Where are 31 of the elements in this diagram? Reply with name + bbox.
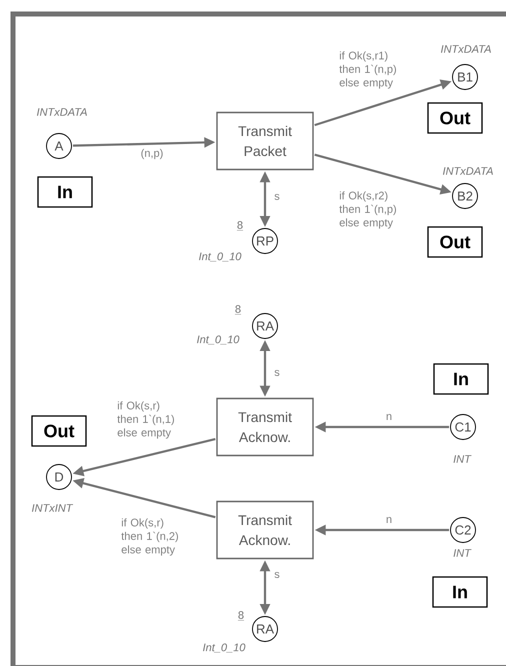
marking-label: 8 [238,611,244,620]
type-label: Int_0_10 [197,336,240,345]
transition-box: Transmit Acknow. [216,500,314,560]
type-label: Int_0_10 [203,644,246,653]
port-tag: Out [31,415,87,447]
type-label: INTxINT [32,504,74,512]
marking-label: 8 [236,221,244,230]
edge-label: if Ok(s,r2) then 1`(n,p) else empty [338,190,404,230]
type-label: Int_0_10 [199,252,242,262]
port-tag: Out [427,226,483,258]
port-tag: In [37,176,93,208]
type-label: INTxDATA [36,108,87,116]
edge-label: s [273,571,281,579]
port-tag: In [433,363,489,395]
edge-label: s [273,193,281,201]
transition-box: Transmit Acknow. [216,398,314,456]
marking-label: 8 [234,305,242,314]
port-tag: Out [427,102,483,134]
edge-label: if Ok(s,r) then 1`(n,1) else empty [116,400,182,440]
edge-label: if Ok(s,r1) then 1`(n,p) else empty [338,50,404,90]
type-label: INTxDATA [440,45,491,53]
port-tag: In [432,576,488,608]
edge-label: (n,p) [140,148,164,160]
edge-label: n [384,413,394,421]
edge-label: s [273,369,281,377]
type-label: INTxDATA [442,167,493,175]
type-label: INT [454,455,472,463]
type-label: INT [454,549,472,557]
transition-box: Transmit Packet [216,112,314,170]
edge-label: n [384,516,394,524]
edge-label: if Ok(s,r) then 1`(n,2) else empty [120,517,186,557]
